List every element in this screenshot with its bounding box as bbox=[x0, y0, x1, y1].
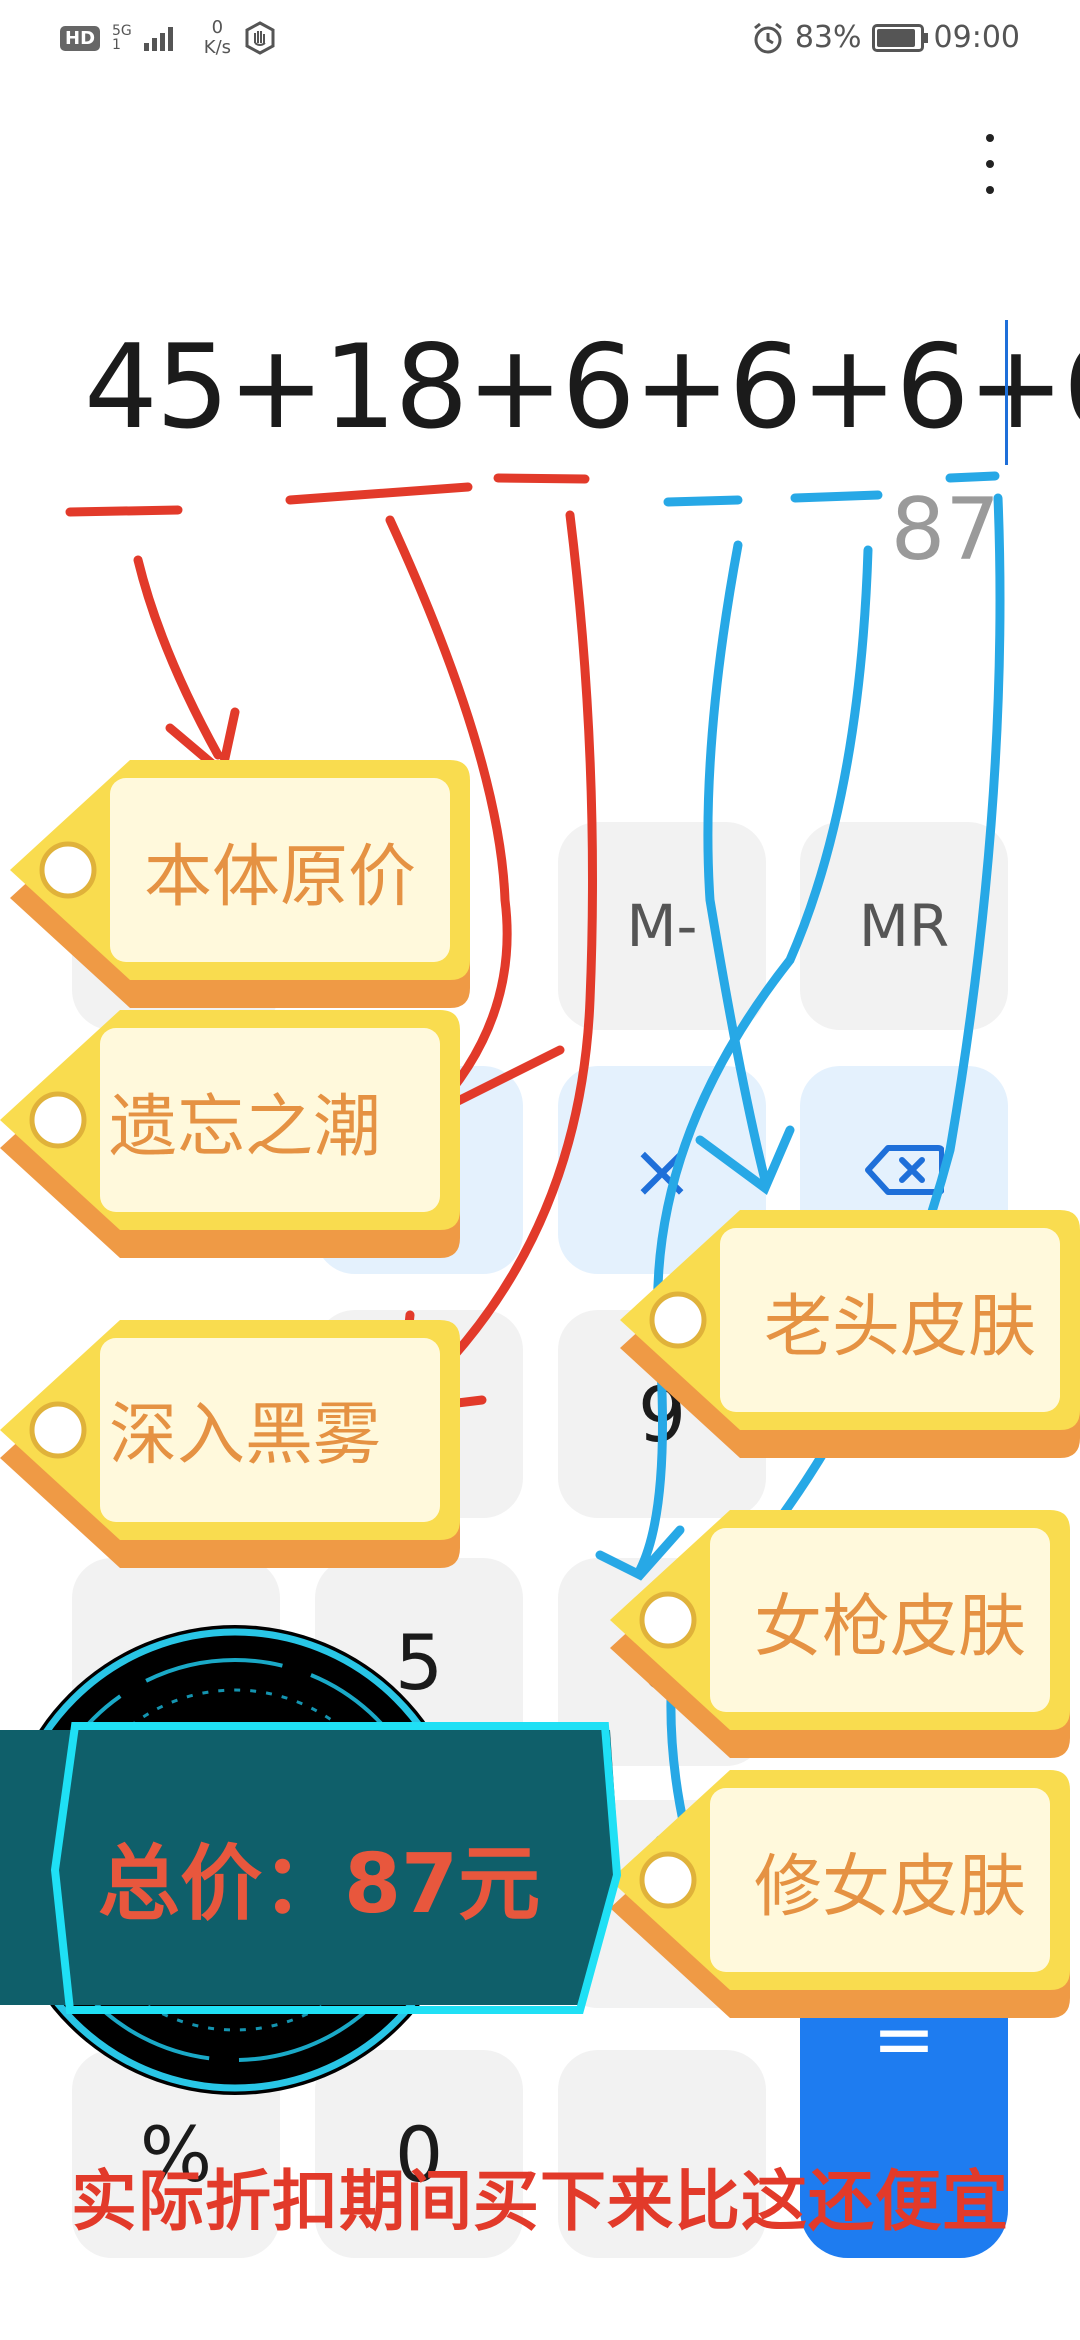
result-preview: 87 bbox=[890, 480, 1000, 580]
tag-base-price: 本体原价 bbox=[10, 760, 470, 1008]
tag-fog: 深入黑雾 bbox=[0, 1320, 460, 1568]
total-price-banner: 总价：87元 bbox=[0, 1625, 622, 2095]
tag-base-price-label: 本体原价 bbox=[144, 838, 416, 917]
bottom-note: 实际折扣期间买下来比这还便宜 bbox=[71, 2163, 1009, 2240]
key-0[interactable]: 0 bbox=[315, 2050, 523, 2258]
battery-percent: 83% bbox=[794, 20, 862, 55]
tag-tide: 遗忘之潮 bbox=[0, 1010, 460, 1258]
expression-display[interactable]: 45+18+6+6+6+6 bbox=[84, 320, 1080, 455]
signal-icon bbox=[143, 27, 173, 51]
more-options-icon[interactable] bbox=[960, 120, 1020, 210]
status-left: HD 5G 1 0 K/s bbox=[60, 18, 277, 58]
tag-tide-label: 遗忘之潮 bbox=[109, 1088, 381, 1167]
alarm-icon bbox=[753, 22, 782, 53]
hand-shield-icon bbox=[245, 21, 275, 55]
tag-nun-skin-label: 修女皮肤 bbox=[754, 1848, 1026, 1927]
net-speed-value: 0 bbox=[211, 17, 224, 38]
tag-nun-skin: 修女皮肤 bbox=[610, 1770, 1070, 2018]
battery-icon bbox=[871, 23, 928, 52]
text-cursor bbox=[1005, 320, 1008, 465]
tag-old-man-skin: 老头皮肤 bbox=[620, 1210, 1080, 1458]
tag-gun-girl-skin: 女枪皮肤 bbox=[610, 1510, 1070, 1758]
net-speed-unit: K/s bbox=[203, 37, 232, 58]
key-dot[interactable] bbox=[558, 2050, 766, 2258]
hd-badge: HD bbox=[60, 25, 101, 51]
network-type: 5G 1 bbox=[112, 24, 132, 52]
network-label: 5G bbox=[112, 23, 132, 39]
tag-fog-label: 深入黑雾 bbox=[109, 1396, 381, 1475]
clock: 09:00 bbox=[933, 20, 1020, 55]
network-sub: 1 bbox=[112, 37, 121, 53]
net-speed: 0 K/s bbox=[204, 18, 231, 58]
tag-old-man-skin-label: 老头皮肤 bbox=[764, 1288, 1036, 1367]
tag-gun-girl-skin-label: 女枪皮肤 bbox=[754, 1588, 1026, 1667]
status-bar: HD 5G 1 0 K/s bbox=[0, 0, 1080, 80]
key-mr[interactable]: MR bbox=[800, 822, 1008, 1030]
total-price-label: 总价：87元 bbox=[98, 1837, 540, 1932]
status-right: 83% 09:00 bbox=[751, 20, 1020, 55]
